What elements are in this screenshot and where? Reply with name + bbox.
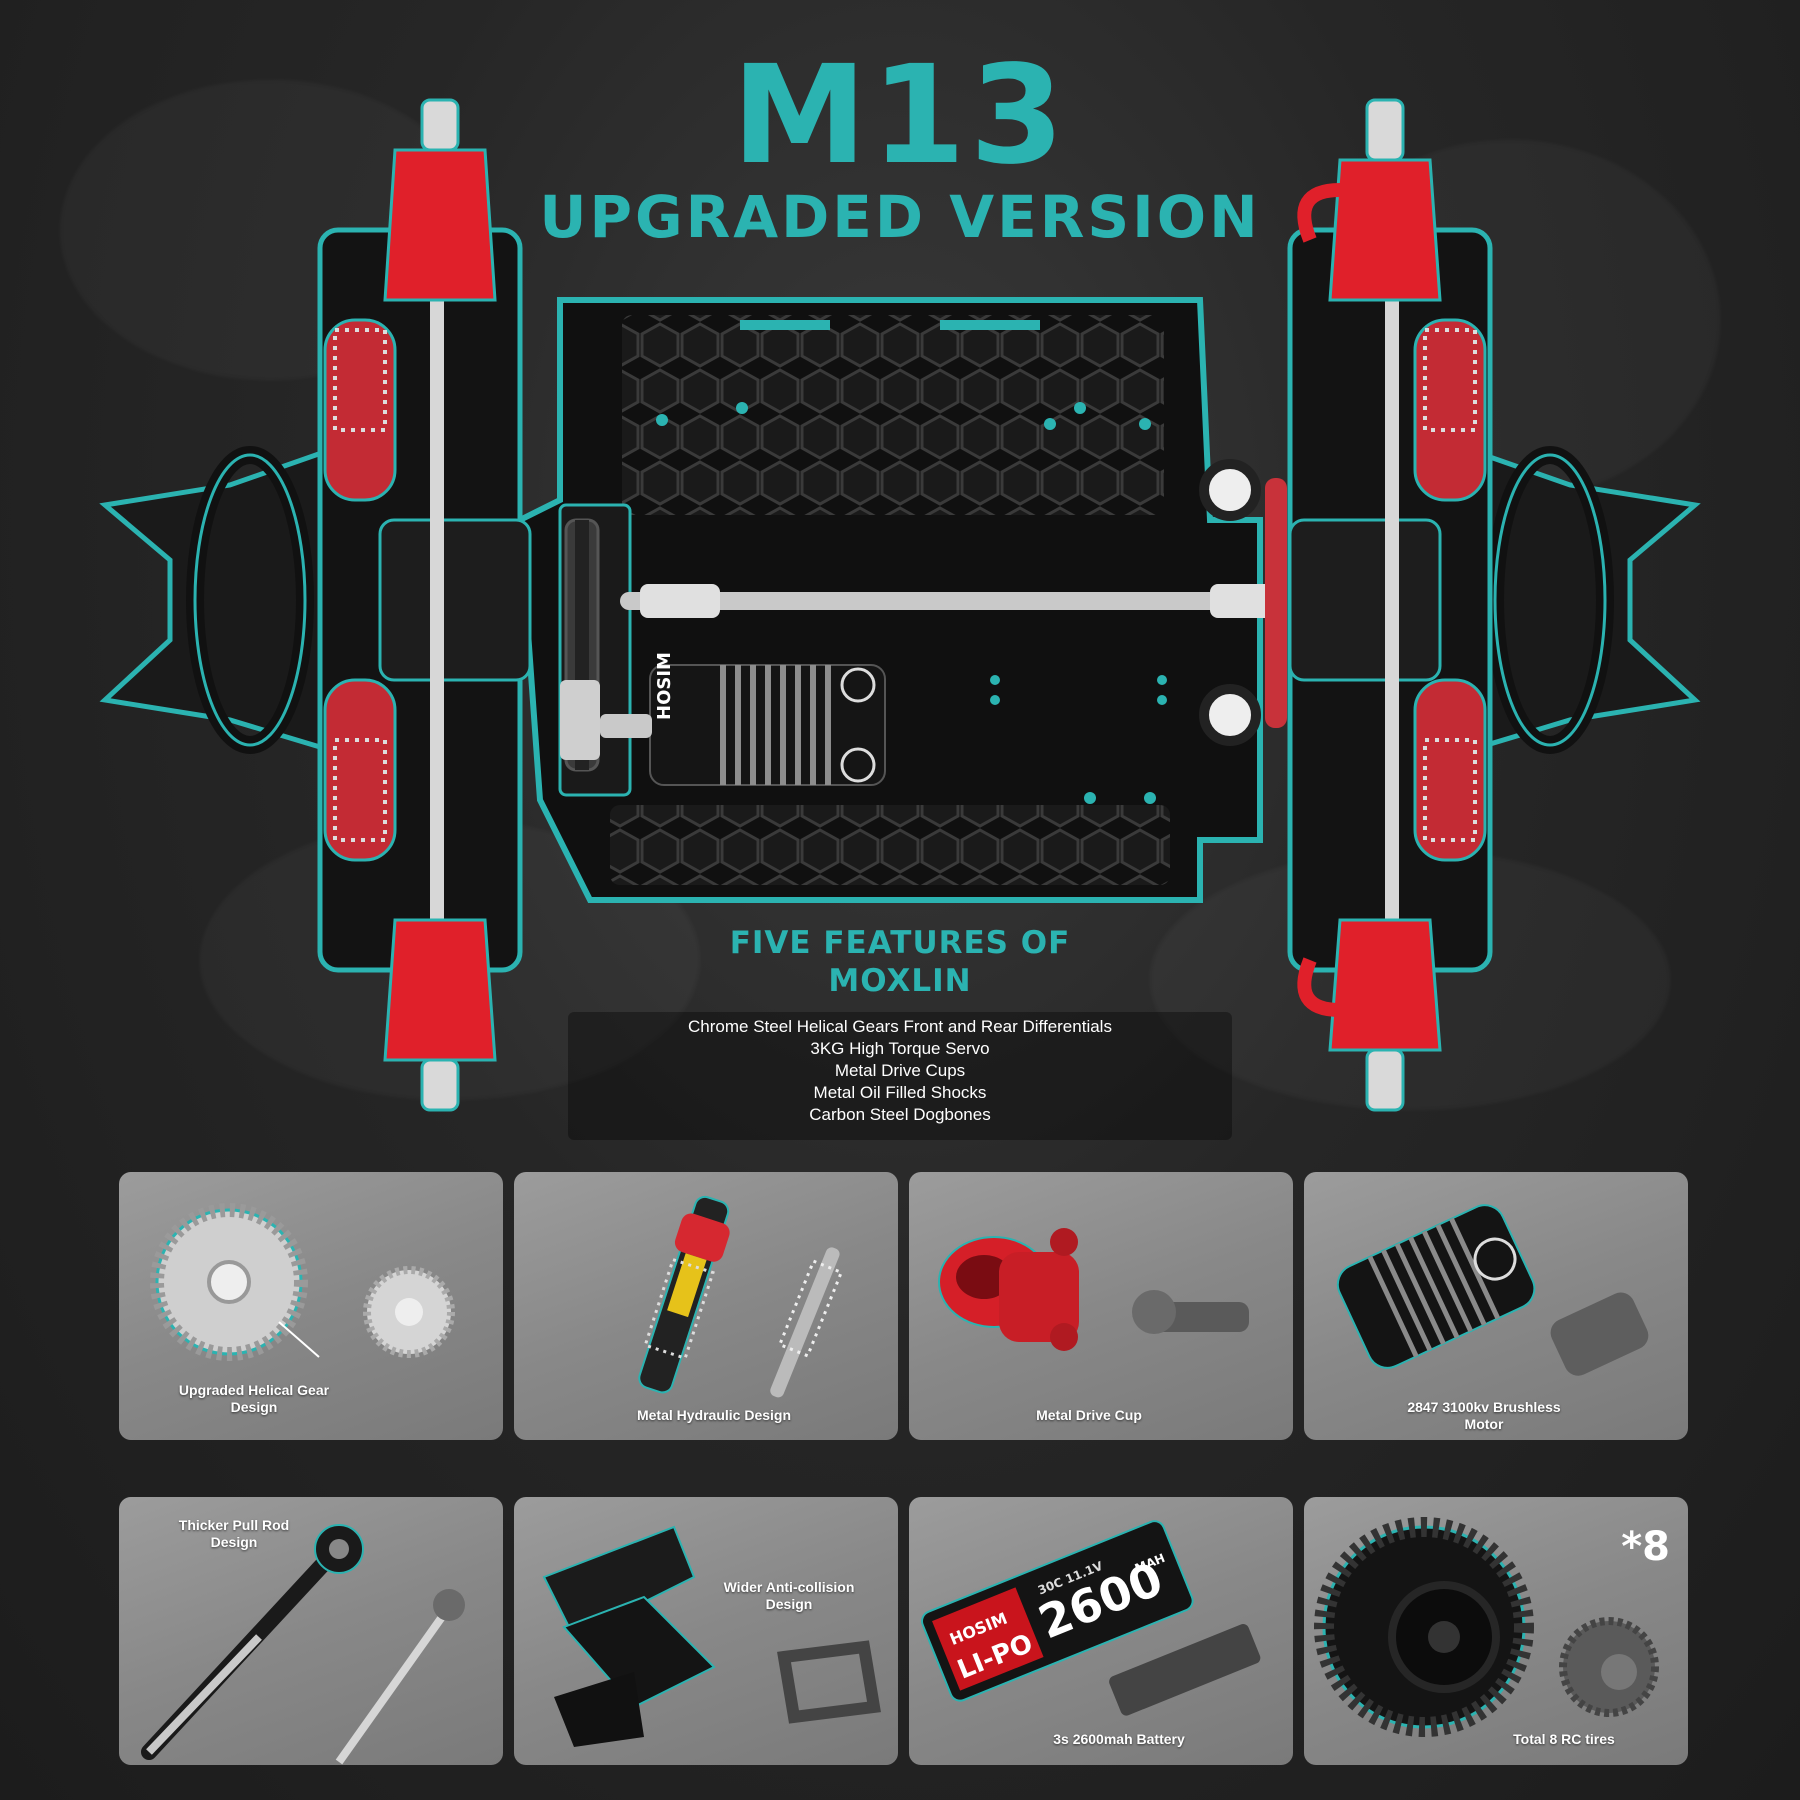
spur-gear [560,518,600,772]
shock-absorber-image [638,1195,844,1398]
tire-count-badge: *8 [1621,1524,1670,1570]
card-label-line1: Upgraded Helical Gear [178,1382,330,1398]
page-title: M13 [731,37,1069,195]
card-helical-gear: Upgraded Helical Gear Design [119,1172,503,1440]
front-suspension-right [1287,98,1701,1112]
card-label-line1: Wider Anti-collision [723,1579,855,1595]
rear-suspension-left [99,98,532,1112]
pull-rod-image [141,1524,465,1765]
drive-shaft [620,584,1280,618]
drive-cup-image [938,1228,1249,1351]
bumper-image [542,1525,881,1747]
card-label: Metal Hydraulic Design [636,1407,792,1423]
card-label: 3s 2600mah Battery [1053,1731,1185,1747]
card-label-line1: 2847 3100kv Brushless [1407,1399,1561,1415]
feature-item: Carbon Steel Dogbones [809,1105,991,1124]
card-anti-collision: Wider Anti-collision Design [514,1497,898,1765]
features-heading-line2: MOXLIN [828,963,972,999]
card-label-line1: Thicker Pull Rod [178,1517,290,1533]
features-heading-line1: FIVE FEATURES OF [729,925,1071,961]
servo-arm [1199,459,1287,746]
page-subtitle: UPGRADED VERSION [539,183,1261,251]
features-list: Chrome Steel Helical Gears Front and Rea… [568,1016,1232,1126]
helical-gear-image [150,1203,455,1361]
card-label-line2: Design [230,1399,278,1415]
card-motor: 2847 3100kv Brushless Motor [1304,1172,1688,1440]
motor: HOSIM [600,652,886,786]
card-label: 2847 3100kv Brushless Motor [1364,1399,1604,1433]
card-label: Wider Anti-collision Design [704,1579,874,1613]
card-label: Metal Drive Cup [1036,1407,1142,1423]
card-label-line2: Design [210,1534,258,1550]
card-pull-rod: Thicker Pull Rod Design [119,1497,503,1765]
card-label-line2: Design [765,1596,813,1612]
card-label: Upgraded Helical Gear Design [139,1382,369,1416]
battery-image: HOSIM LI-PO 2600 MAH 30C 11.1V [921,1520,1261,1716]
feature-item: Metal Drive Cups [834,1061,966,1080]
card-hydraulic: Metal Hydraulic Design [514,1172,898,1440]
features-heading: FIVE FEATURES OF MOXLIN [600,924,1200,1000]
brushless-motor-image [1336,1204,1649,1376]
tire-image [1314,1517,1659,1737]
features-panel [568,1012,1232,1140]
card-label: Total 8 RC tires [1513,1731,1615,1747]
card-label-line2: Motor [1464,1416,1504,1432]
feature-item: Chrome Steel Helical Gears Front and Rea… [688,1017,1112,1036]
card-tires: *8 Total 8 RC tires [1304,1497,1688,1765]
motor-brand-label: HOSIM [654,652,675,720]
chassis-holes [656,402,1167,804]
card-label: Thicker Pull Rod Design [149,1517,319,1551]
card-drive-cup: Metal Drive Cup [909,1172,1293,1440]
feature-item: Metal Oil Filled Shocks [813,1083,987,1102]
feature-item: 3KG High Torque Servo [810,1039,990,1058]
card-battery: HOSIM LI-PO 2600 MAH 30C 11.1V 3s 2600ma… [909,1497,1293,1765]
